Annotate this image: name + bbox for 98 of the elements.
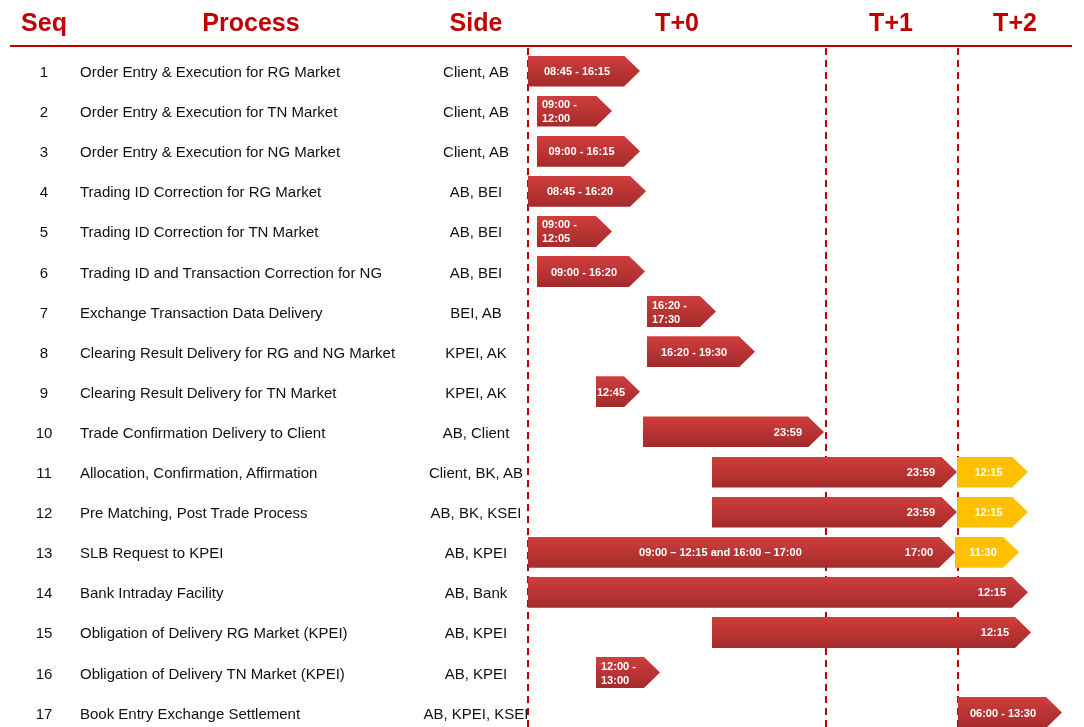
row-number: 11 (36, 463, 52, 481)
time-label: 08:45 - 16:15 (543, 64, 610, 78)
process-name: Obligation of Delivery TN Market (KPEI) (80, 664, 345, 681)
time-label: 09:00 - 12:00 (542, 97, 578, 126)
time-label: 12:15 (974, 465, 1003, 479)
time-label: 23:59 (906, 465, 935, 479)
row-number: 14 (35, 583, 53, 601)
time-label: 09:00 - 12:05 (542, 217, 578, 246)
time-bar (955, 536, 1019, 568)
time-label: 12:15 (977, 585, 1006, 600)
time-bar (528, 55, 640, 87)
time-bar (596, 657, 660, 688)
time-bar (647, 336, 755, 368)
process-name: Allocation, Confirmation, Affirmation (80, 463, 318, 481)
row-number: 2 (39, 102, 49, 120)
time-label: 09:00 – 12:15 and 16:00 – 17:00 (638, 545, 803, 560)
party-names: BEI, AB (450, 303, 502, 321)
column-header: Side (449, 8, 503, 37)
time-bar (537, 95, 612, 127)
time-bar (712, 496, 957, 528)
time-bar (712, 456, 957, 488)
process-name: Pre Matching, Post Trade Process (80, 503, 308, 521)
row-number: 7 (39, 303, 49, 321)
party-names: AB, BK, KSEI (430, 503, 522, 521)
time-label: 11:30 (969, 545, 997, 560)
time-bar (528, 536, 955, 568)
time-label: 16:20 - 17:30 (652, 297, 688, 326)
party-names: AB, BEI (449, 222, 503, 240)
column-header: T+2 (993, 8, 1037, 37)
column-header: T+0 (655, 8, 699, 37)
time-bar (528, 175, 646, 207)
time-bar (957, 456, 1028, 488)
process-name: Clearing Result Delivery for RG and NG Market (80, 343, 396, 361)
time-label: 12:15 (974, 505, 1003, 520)
party-names: Client, BK, AB (428, 463, 524, 481)
time-label: 12:00 - 13:00 (601, 658, 637, 687)
process-name: Order Entry & Execution for RG Market (80, 62, 341, 80)
process-name: Trading ID Correction for TN Market (80, 222, 319, 240)
time-bar (643, 416, 824, 448)
process-name: SLB Request to KPEI (80, 543, 224, 561)
process-name: Trading ID Correction for RG Market (80, 182, 322, 200)
row-number: 16 (35, 664, 53, 681)
time-bar (958, 697, 1062, 727)
time-bar (537, 215, 612, 247)
row-number: 13 (35, 543, 53, 561)
row-number: 10 (35, 423, 53, 441)
party-names: AB, KPEI (444, 664, 508, 681)
process-name: Order Entry & Execution for NG Market (80, 142, 341, 160)
party-names: KPEI, AK (445, 383, 507, 401)
time-label: 12:15 (980, 625, 1009, 640)
time-bar (712, 616, 1031, 648)
party-names: AB, BEI (449, 263, 503, 280)
row-number: 3 (39, 142, 49, 160)
party-names: Client, AB (443, 62, 509, 80)
column-header: Seq (21, 8, 67, 37)
column-header: T+1 (869, 8, 913, 37)
time-label: 17:00 (904, 545, 933, 560)
process-name: Clearing Result Delivery for TN Market (80, 383, 337, 401)
time-bar (537, 256, 645, 287)
party-names: AB, KPEI, KSEI (423, 704, 529, 722)
party-names: AB, Client (442, 423, 510, 441)
row-number: 9 (39, 383, 49, 401)
time-label: 06:00 - 13:30 (969, 705, 1036, 720)
time-bar (537, 135, 640, 167)
time-label: 09:00 - 16:15 (548, 144, 615, 159)
row-number: 17 (35, 704, 53, 722)
row-number: 8 (39, 343, 49, 361)
time-bar (596, 376, 640, 408)
party-names: KPEI, AK (445, 343, 507, 361)
party-names: AB, BEI (449, 182, 503, 200)
row-number: 4 (39, 182, 49, 200)
process-name: Book Entry Exchange Settlement (80, 704, 301, 722)
row-number: 1 (39, 62, 49, 80)
time-label: 08:45 - 16:20 (546, 184, 613, 199)
column-header: Process (202, 8, 300, 37)
row-number: 6 (39, 263, 49, 280)
time-label: 23:59 (773, 424, 802, 439)
time-label: 12:45 (596, 384, 626, 399)
party-names: AB, KPEI (444, 623, 508, 641)
row-number: 5 (39, 222, 49, 240)
process-name: Trade Confirmation Delivery to Client (80, 423, 326, 441)
process-name: Bank Intraday Facility (80, 583, 224, 601)
time-label: 23:59 (906, 505, 935, 520)
process-name: Obligation of Delivery RG Market (KPEI) (80, 623, 348, 641)
process-name: Exchange Transaction Data Delivery (80, 303, 323, 321)
party-names: Client, AB (443, 102, 509, 120)
row-number: 12 (35, 503, 53, 521)
time-bar (528, 576, 1028, 608)
time-label: 16:20 - 19:30 (660, 344, 727, 359)
party-names: Client, AB (443, 142, 509, 160)
process-name: Trading ID and Transaction Correction for NG (80, 263, 383, 280)
time-bar (957, 496, 1028, 528)
party-names: AB, KPEI (444, 543, 508, 561)
party-names: AB, Bank (444, 583, 508, 601)
time-label: 09:00 - 16:20 (550, 264, 617, 279)
process-name: Order Entry & Execution for TN Market (80, 102, 338, 120)
time-bar (647, 296, 716, 328)
row-number: 15 (35, 623, 53, 641)
